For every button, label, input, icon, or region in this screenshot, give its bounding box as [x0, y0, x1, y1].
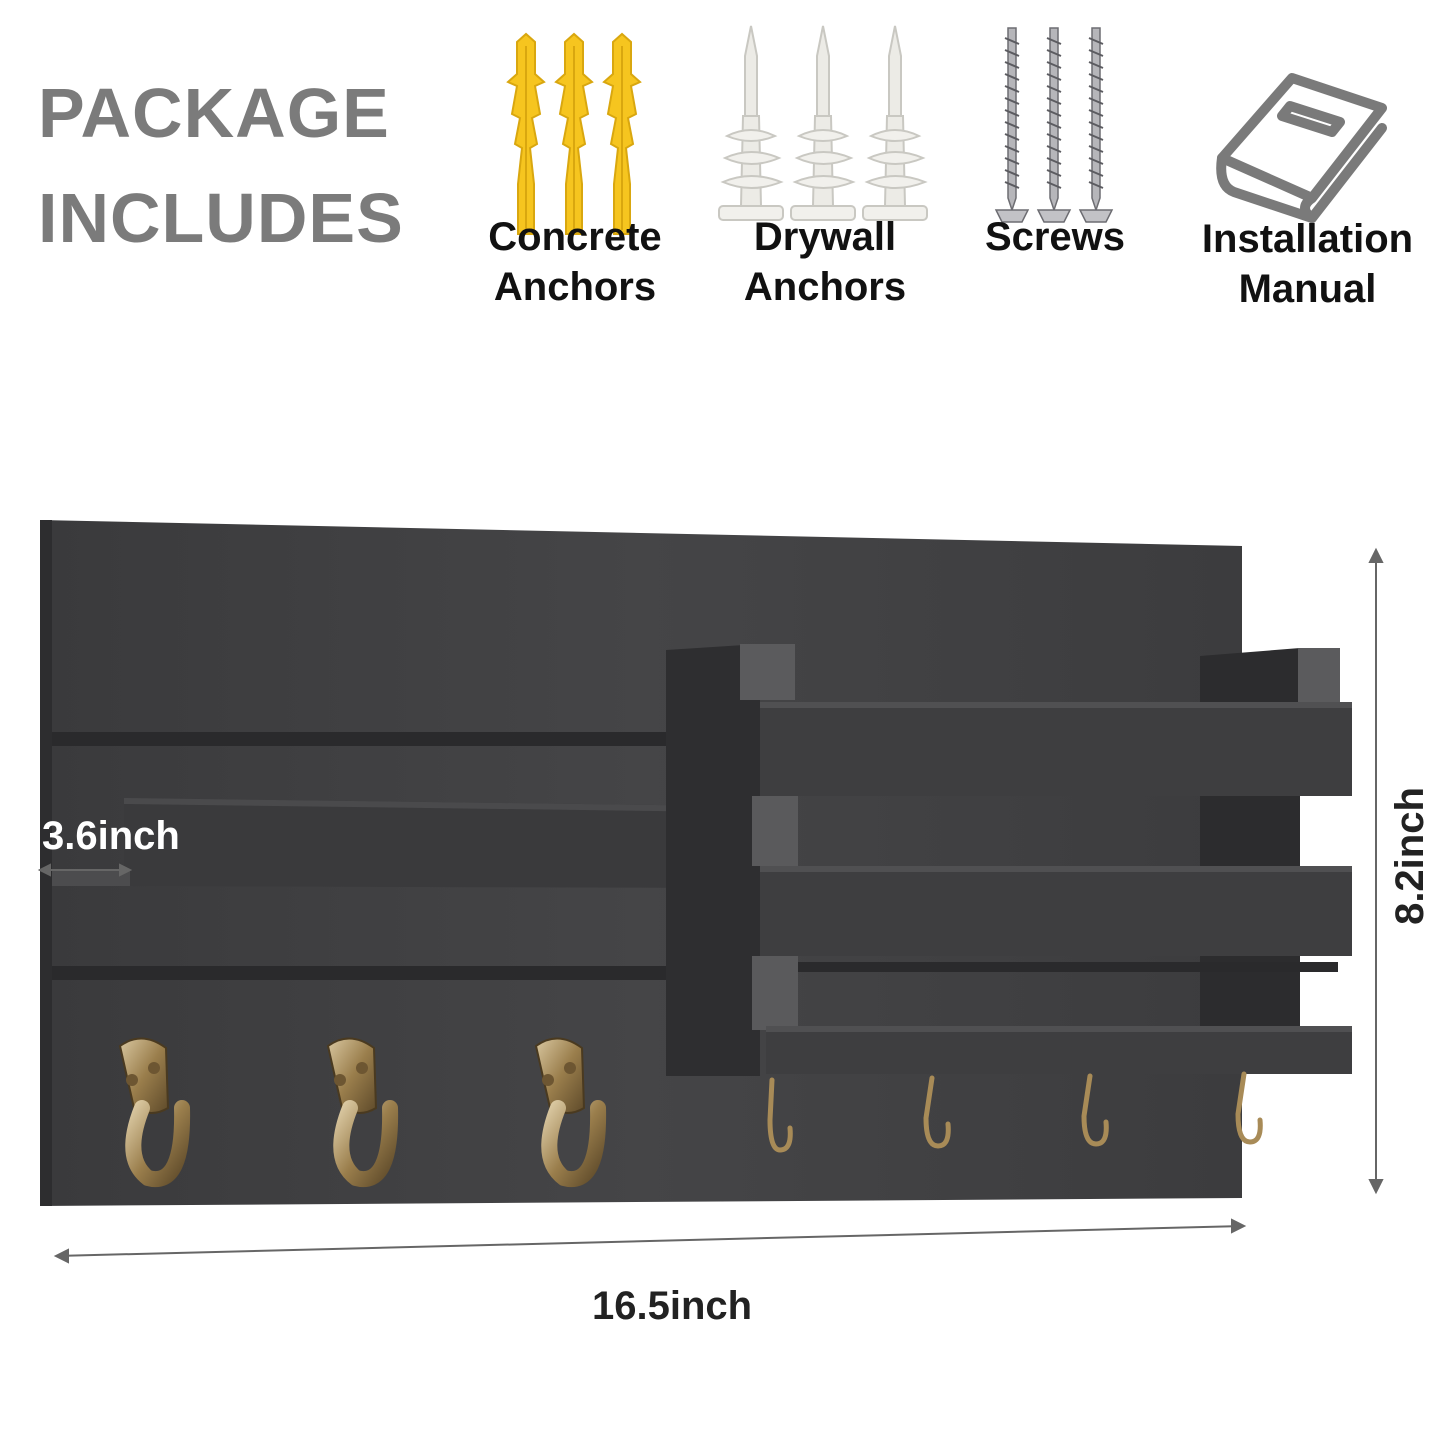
manual-book-icon	[1216, 73, 1387, 223]
key-hooks	[767, 1071, 1263, 1153]
width-dimension-label: 16.5inch	[592, 1284, 753, 1328]
package-heading-line2: INCLUDES	[38, 179, 404, 257]
depth-dimension-label: 3.6inch	[42, 814, 180, 858]
screw-icon	[995, 27, 1113, 223]
item-label-line2: Anchors	[743, 265, 907, 309]
wall-mail-organizer	[37, 520, 1384, 1264]
item-label-line1: Screws	[984, 215, 1126, 259]
package-heading-line1: PACKAGE	[38, 74, 390, 152]
dimension-lines	[37, 547, 1384, 1264]
item-label-line1: Installation	[1201, 217, 1414, 261]
concrete-anchor-icon	[507, 33, 641, 235]
coat-hooks	[118, 1037, 607, 1188]
item-label-concrete-anchors: Concrete Anchors	[470, 212, 680, 312]
left-shelf	[124, 798, 732, 888]
rack-slat-top	[760, 702, 1352, 796]
item-label-line1: Drywall	[753, 215, 897, 259]
item-label-drywall-anchors: Drywall Anchors	[720, 212, 930, 312]
height-dimension-label: 8.2inch	[1388, 787, 1432, 925]
item-label-line2: Anchors	[493, 265, 657, 309]
item-label-line1: Concrete	[488, 215, 662, 259]
rack-slat-middle	[760, 866, 1352, 956]
drywall-anchor-icon	[718, 25, 928, 221]
item-label-line2: Manual	[1238, 267, 1377, 311]
rack-slat-bottom	[766, 1026, 1352, 1074]
item-label-screws: Screws	[960, 212, 1150, 262]
item-label-installation-manual: Installation Manual	[1185, 214, 1430, 314]
